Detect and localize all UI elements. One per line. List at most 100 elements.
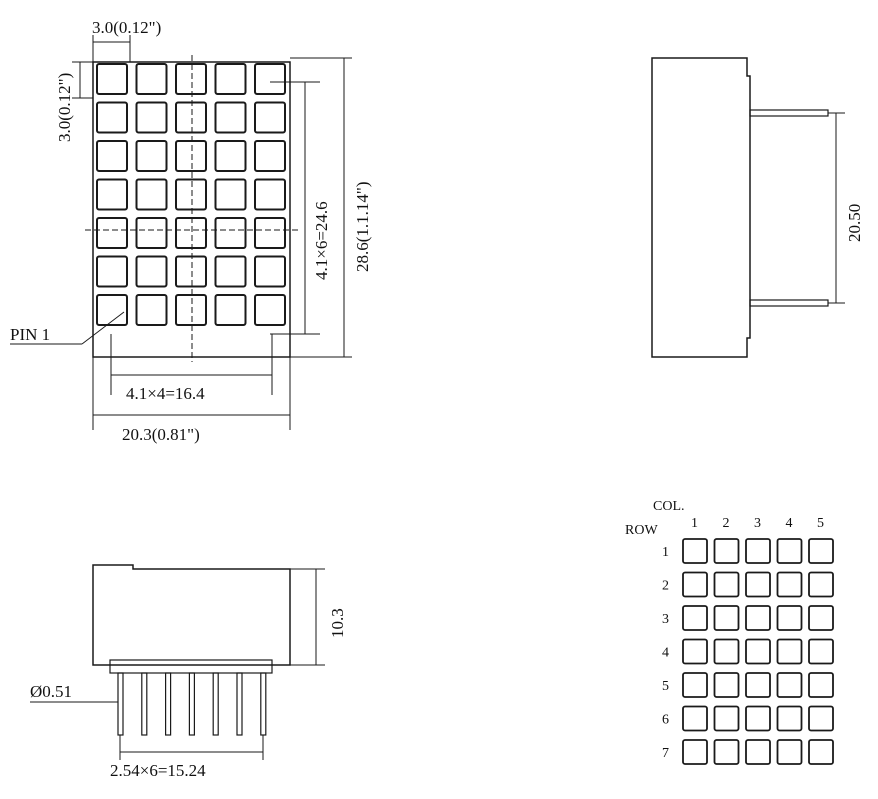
matrix-led-cell bbox=[745, 705, 771, 732]
matrix-led-cell bbox=[808, 705, 834, 732]
matrix-led-cell bbox=[776, 705, 803, 732]
front-led-cell bbox=[135, 255, 168, 288]
front-led-cell bbox=[175, 140, 207, 172]
width-label: 20.3(0.81") bbox=[122, 425, 200, 444]
front-led-cell bbox=[96, 294, 128, 326]
front-led-cell bbox=[175, 294, 207, 326]
front-led-cell bbox=[214, 63, 247, 95]
matrix-led-cell bbox=[682, 638, 708, 665]
matrix-led-cell bbox=[776, 571, 803, 598]
matrix-led-cell bbox=[682, 672, 708, 698]
bottom-body-outline bbox=[92, 564, 291, 666]
matrix-led-cell bbox=[713, 739, 740, 765]
matrix-led-cell bbox=[713, 705, 740, 732]
side-view: 20.50 bbox=[651, 57, 864, 358]
matrix-led-cell bbox=[745, 638, 771, 665]
top-cell-width-label: 3.0(0.12") bbox=[92, 18, 161, 37]
matrix-col-label: 1 bbox=[691, 516, 698, 531]
front-view: 3.0(0.12") 3.0(0.12") 4.1×6=24.6 28.6(1.… bbox=[10, 18, 372, 444]
side-pin-top bbox=[749, 109, 829, 117]
front-led-cell bbox=[96, 63, 128, 95]
pitch-v-label: 4.1×6=24.6 bbox=[312, 201, 331, 280]
matrix-led-cell bbox=[713, 538, 740, 564]
bottom-pin bbox=[188, 672, 195, 736]
front-led-cell bbox=[175, 63, 207, 95]
matrix-row-label: 7 bbox=[662, 746, 669, 761]
front-led-cell bbox=[135, 217, 168, 249]
height-label: 28.6(1.1.14") bbox=[353, 181, 372, 272]
side-pin-bottom bbox=[749, 299, 829, 307]
bottom-view: 10.3 Ø0.51 2.54×6=15.24 bbox=[30, 564, 347, 780]
matrix-row-label: 2 bbox=[662, 579, 669, 594]
front-led-cell bbox=[214, 294, 247, 326]
left-cell-height-label: 3.0(0.12") bbox=[55, 73, 74, 142]
front-led-cell bbox=[254, 178, 286, 211]
matrix-led-cell bbox=[745, 605, 771, 631]
matrix-led-cell bbox=[682, 605, 708, 631]
matrix-led-cell bbox=[745, 571, 771, 598]
matrix-led-grid bbox=[682, 538, 834, 765]
bottom-pin-block bbox=[109, 659, 273, 674]
matrix-col-label: 3 bbox=[754, 516, 761, 531]
matrix-row-label: 4 bbox=[662, 646, 669, 661]
matrix-led-cell bbox=[808, 605, 834, 631]
bottom-pin bbox=[212, 672, 219, 736]
pitch-h-label: 4.1×4=16.4 bbox=[126, 384, 205, 403]
matrix-led-cell bbox=[808, 739, 834, 765]
matrix-led-cell bbox=[808, 538, 834, 564]
front-led-cell bbox=[214, 255, 247, 288]
matrix-col-label: 2 bbox=[723, 516, 730, 531]
matrix-led-cell bbox=[682, 571, 708, 598]
front-led-cell bbox=[254, 101, 286, 134]
front-led-cell bbox=[135, 140, 168, 172]
front-led-cell bbox=[175, 178, 207, 211]
bottom-pin bbox=[236, 672, 243, 736]
side-body-outline bbox=[651, 57, 751, 358]
matrix-row-label: 5 bbox=[662, 679, 669, 694]
matrix-led-cell bbox=[776, 672, 803, 698]
pin1-leader bbox=[81, 311, 125, 345]
matrix-led-cell bbox=[713, 571, 740, 598]
pin1-label: PIN 1 bbox=[10, 325, 50, 344]
front-led-cell bbox=[175, 217, 207, 249]
front-led-cell bbox=[254, 63, 286, 95]
front-led-cell bbox=[135, 294, 168, 326]
matrix-led-cell bbox=[713, 672, 740, 698]
bottom-pin bbox=[117, 672, 124, 736]
front-led-cell bbox=[96, 178, 128, 211]
row-header: ROW bbox=[625, 523, 658, 538]
side-span-label: 20.50 bbox=[845, 204, 864, 242]
front-led-cell bbox=[254, 217, 286, 249]
matrix-led-cell bbox=[776, 638, 803, 665]
front-led-grid bbox=[96, 63, 286, 326]
col-header: COL. bbox=[653, 499, 685, 514]
front-led-cell bbox=[96, 101, 128, 134]
front-led-cell bbox=[214, 217, 247, 249]
front-led-cell bbox=[214, 178, 247, 211]
matrix-led-cell bbox=[713, 605, 740, 631]
matrix-led-cell bbox=[776, 605, 803, 631]
pin-pitch-label: 2.54×6=15.24 bbox=[110, 761, 206, 780]
front-led-cell bbox=[135, 101, 168, 134]
matrix-led-cell bbox=[682, 739, 708, 765]
matrix-row-label: 6 bbox=[662, 713, 669, 728]
bottom-pin bbox=[165, 672, 172, 736]
matrix-led-cell bbox=[776, 538, 803, 564]
matrix-row-label: 1 bbox=[662, 545, 669, 560]
front-led-cell bbox=[254, 255, 286, 288]
front-led-cell bbox=[214, 101, 247, 134]
bottom-pin bbox=[260, 672, 267, 736]
bottom-height-label: 10.3 bbox=[328, 608, 347, 638]
matrix-col-label: 4 bbox=[786, 516, 793, 531]
matrix-led-cell bbox=[808, 571, 834, 598]
front-led-cell bbox=[135, 178, 168, 211]
front-led-cell bbox=[214, 140, 247, 172]
matrix-led-cell bbox=[776, 739, 803, 765]
matrix-led-cell bbox=[745, 739, 771, 765]
matrix-led-cell bbox=[713, 638, 740, 665]
matrix-led-cell bbox=[808, 638, 834, 665]
front-led-cell bbox=[175, 101, 207, 134]
